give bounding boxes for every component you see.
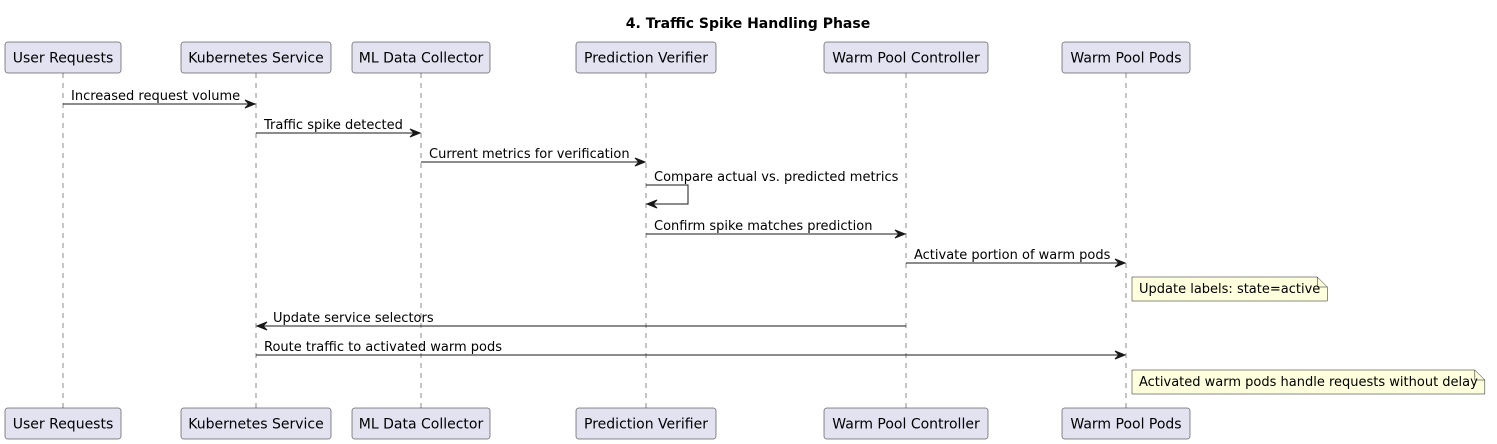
message: Compare actual vs. predicted metrics (645, 170, 899, 209)
participant-box (823, 41, 989, 74)
participant-label: ML Data Collector (359, 417, 484, 433)
message: Current metrics for verification (421, 147, 647, 167)
arrow-head (645, 199, 658, 209)
message: Traffic spike detected (256, 118, 422, 138)
message: Update service selectors (255, 311, 906, 331)
participant-label: Warm Pool Pods (1070, 417, 1181, 433)
participant-box (1061, 407, 1191, 440)
message: Increased request volume (63, 89, 257, 109)
participant-ml-data-collector-bottom: ML Data Collector (351, 407, 491, 440)
arrow-head (1114, 258, 1127, 268)
note-text: Update labels: state=active (1139, 282, 1320, 297)
participant-box (351, 407, 491, 440)
participant-box (575, 407, 717, 440)
note-box (1131, 276, 1328, 302)
message-label: Compare actual vs. predicted metrics (654, 170, 899, 185)
message-label: Update service selectors (273, 311, 434, 326)
participant-user-requests-bottom: User Requests (4, 407, 122, 440)
participant-kubernetes-service-bottom: Kubernetes Service (180, 407, 332, 440)
participant-box (180, 407, 332, 440)
note: Activated warm pods handle requests with… (1131, 369, 1486, 395)
note-text: Activated warm pods handle requests with… (1139, 375, 1478, 390)
diagram-title: 4. Traffic Spike Handling Phase (626, 16, 870, 32)
message: Activate portion of warm pods (906, 248, 1127, 268)
self-message-line (646, 184, 689, 205)
participant-box (351, 41, 491, 74)
participant-box (4, 407, 122, 440)
participant-warm-pool-controller-bottom: Warm Pool Controller (823, 407, 989, 440)
participant-label: Warm Pool Controller (832, 417, 980, 433)
participant-box (823, 407, 989, 440)
participant-box (575, 41, 717, 74)
message: Route traffic to activated warm pods (256, 340, 1127, 360)
arrow-head (244, 99, 257, 109)
note: Update labels: state=active (1131, 276, 1328, 302)
participant-label: Kubernetes Service (188, 51, 323, 67)
note-fold (1474, 370, 1485, 381)
participant-kubernetes-service-top: Kubernetes Service (180, 41, 332, 74)
participant-label: User Requests (13, 51, 114, 67)
participant-label: Warm Pool Pods (1070, 51, 1181, 67)
message-label: Traffic spike detected (263, 118, 403, 133)
lifelines (62, 73, 1127, 408)
participant-box (1061, 41, 1191, 74)
participants-bottom: User Requests Kubernetes Service ML Data C… (4, 407, 1191, 440)
participant-label: User Requests (13, 417, 114, 433)
message-label: Route traffic to activated warm pods (264, 340, 502, 355)
participant-label: Prediction Verifier (584, 51, 708, 67)
arrow-head (1114, 350, 1127, 360)
note-box (1131, 369, 1486, 395)
message-label: Increased request volume (71, 89, 240, 104)
note-fold (1317, 277, 1328, 288)
message-label: Activate portion of warm pods (914, 248, 1111, 263)
participant-prediction-verifier-top: Prediction Verifier (575, 41, 717, 74)
participant-warm-pool-pods-top: Warm Pool Pods (1061, 41, 1191, 74)
arrow-head (255, 321, 268, 331)
arrow-head (634, 157, 647, 167)
participant-label: ML Data Collector (359, 51, 484, 67)
arrow-head (894, 229, 907, 239)
message: Confirm spike matches prediction (646, 219, 907, 239)
participants-top: User Requests Kubernetes Service ML Data C… (4, 41, 1191, 74)
participant-label: Warm Pool Controller (832, 51, 980, 67)
participant-warm-pool-pods-bottom: Warm Pool Pods (1061, 407, 1191, 440)
arrow-head (409, 128, 422, 138)
participant-prediction-verifier-bottom: Prediction Verifier (575, 407, 717, 440)
participant-box (4, 41, 122, 74)
message-label: Current metrics for verification (429, 147, 630, 162)
participant-box (180, 41, 332, 74)
participant-label: Kubernetes Service (188, 417, 323, 433)
participant-ml-data-collector-top: ML Data Collector (351, 41, 491, 74)
message-label: Confirm spike matches prediction (654, 219, 872, 234)
participant-label: Prediction Verifier (584, 417, 708, 433)
participant-user-requests-top: User Requests (4, 41, 122, 74)
participant-warm-pool-controller-top: Warm Pool Controller (823, 41, 989, 74)
